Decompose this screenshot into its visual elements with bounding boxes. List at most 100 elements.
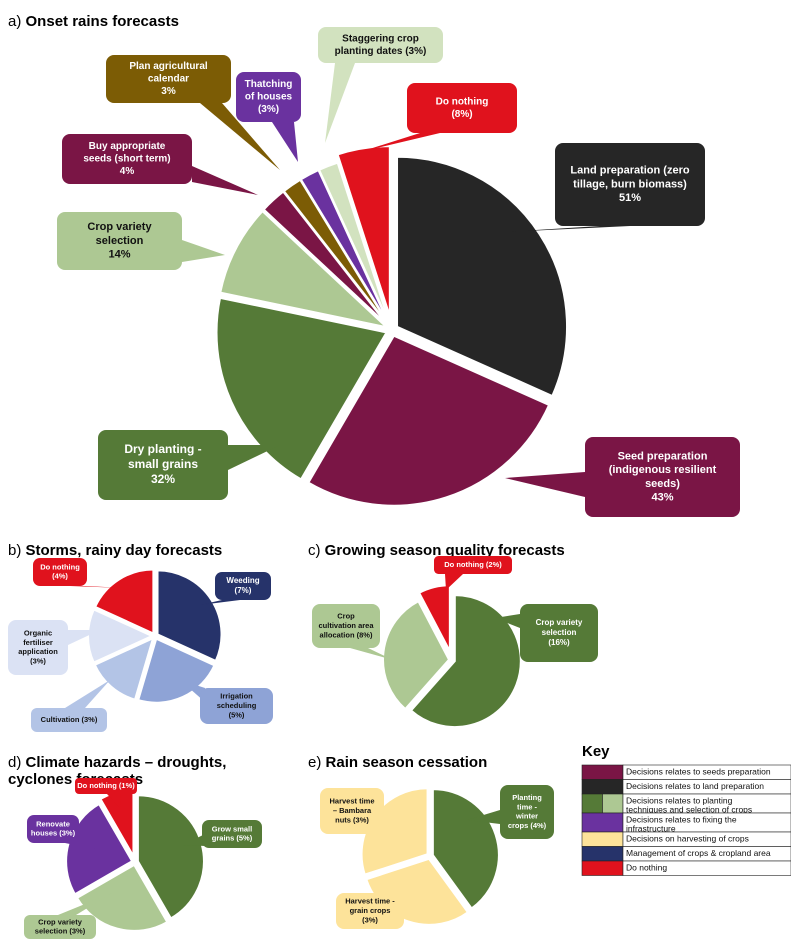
- key-label: Management of crops & cropland area: [626, 848, 771, 858]
- callout-box: [320, 788, 384, 834]
- callout-line: Renovate: [36, 819, 70, 828]
- key-label: Decisions relates to land preparation: [626, 781, 764, 791]
- callout-0-7: Staggering crop planting dates (3%): [318, 27, 443, 143]
- pie-slice-1-4: [93, 568, 155, 636]
- callout-line: seeds): [645, 478, 680, 490]
- callout-line: (5%): [229, 710, 245, 719]
- pie-slice-0-1: [306, 334, 551, 507]
- key-label: Do nothing: [626, 863, 667, 873]
- key-swatch: [602, 793, 624, 814]
- callout-tail: [58, 893, 112, 915]
- chart-name-4: Rain season cessation: [326, 754, 488, 771]
- callout-line: Grow small: [212, 824, 252, 833]
- callout-line: small grains: [128, 457, 198, 471]
- key-label: Decisions relates to seeds preparation: [626, 767, 771, 777]
- callout-1-2: Cultivation (3%): [31, 680, 110, 732]
- callout-line: time -: [517, 802, 538, 811]
- callout-line: crops (4%): [508, 821, 547, 830]
- callout-tail: [384, 808, 395, 822]
- callout-line: selection: [96, 235, 144, 247]
- callout-tail: [70, 586, 125, 588]
- callout-tail: [495, 614, 520, 628]
- pie-chart-0: [215, 145, 569, 507]
- key-swatch: [581, 793, 603, 814]
- callout-tail: [182, 240, 225, 262]
- callout-box: [407, 83, 517, 133]
- callout-line: Crop: [337, 612, 355, 621]
- chart-title-4: e) Rain season cessation: [308, 754, 487, 771]
- callout-line: planting dates (3%): [335, 46, 427, 57]
- chart-letter-1: b): [8, 542, 26, 559]
- callout-tail: [350, 648, 393, 660]
- callout-line: Seed preparation: [618, 450, 708, 462]
- callout-box: [200, 688, 273, 724]
- key-row-4: Decisions on harvesting of crops: [581, 831, 791, 847]
- callout-1-4: Do nothing(4%): [33, 558, 125, 588]
- callout-line: Staggering crop: [342, 33, 419, 44]
- callout-tail: [192, 166, 258, 195]
- callout-2-2: Do nothing (2%): [434, 556, 512, 590]
- callout-box: [98, 430, 228, 500]
- key-swatch: [581, 831, 624, 847]
- callout-label: Staggering crop planting dates (3%): [335, 33, 427, 57]
- callout-line: allocation (8%): [320, 630, 373, 639]
- callout-4-1: Harvest time -grain crops(3%): [336, 885, 410, 929]
- key-row-6: Do nothing: [581, 860, 791, 876]
- callout-0-8: Do nothing (8%): [360, 83, 517, 152]
- callout-box: [215, 572, 271, 600]
- pie-slice-0-3: [219, 209, 390, 329]
- callout-tail: [325, 63, 355, 143]
- callout-box: [318, 27, 443, 63]
- pie-chart-3: [65, 789, 205, 932]
- pie-chart-2: [382, 584, 522, 729]
- callout-box: [585, 437, 740, 517]
- callout-tail: [505, 472, 585, 497]
- callout-line: (3%): [258, 104, 279, 115]
- callout-tail: [228, 445, 280, 470]
- callout-line: Buy appropriate: [89, 141, 166, 152]
- key-row-5: Management of crops & cropland area: [581, 846, 791, 862]
- callout-label: Weeding(7%): [226, 576, 259, 595]
- callout-line: calendar: [148, 74, 189, 85]
- callout-label: Do nothing (1%): [77, 781, 135, 790]
- callout-3-3: Do nothing (1%): [75, 778, 137, 808]
- callout-line: Plan agricultural: [129, 61, 208, 72]
- callout-line: Do nothing (2%): [444, 560, 502, 569]
- callout-line: Do nothing: [436, 96, 489, 107]
- callout-line: Do nothing: [40, 562, 80, 571]
- pie-slice-1-2: [93, 636, 155, 701]
- callout-box: [8, 620, 68, 675]
- callout-tail: [467, 810, 500, 824]
- callout-box: [57, 212, 182, 270]
- callout-line: (8%): [451, 109, 472, 120]
- callout-line: Crop variety: [536, 618, 583, 627]
- pie-slice-2-1: [382, 599, 451, 711]
- callout-line: Organic: [24, 628, 52, 637]
- callout-line: Crop variety: [38, 917, 83, 926]
- callout-tail: [200, 600, 240, 605]
- key-label-cell: [622, 860, 791, 876]
- callout-label: Cultivation (3%): [41, 715, 98, 724]
- callout-line: tillage, burn biomass): [573, 178, 687, 190]
- callout-box: [106, 55, 231, 103]
